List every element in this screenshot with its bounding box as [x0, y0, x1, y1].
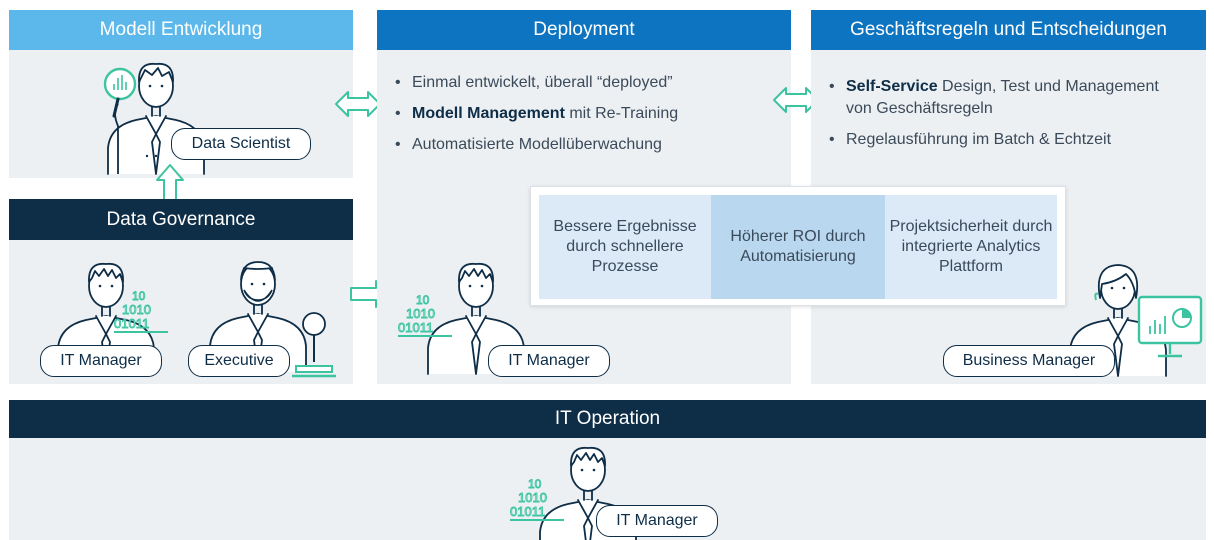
double-arrow-icon	[335, 91, 381, 117]
svg-text:01011: 01011	[398, 320, 433, 335]
svg-text:1010: 1010	[518, 490, 547, 505]
role-pill-data-scientist: Data Scientist	[171, 128, 311, 160]
deployment-bullet: Einmal entwickelt, überall “deployed”	[392, 72, 782, 94]
regeln-bullet: Regelausführung im Batch & Echtzeit	[826, 129, 1186, 151]
joystick-icon	[292, 312, 336, 378]
benefit-item: Höherer ROI durch Automatisierung	[711, 195, 885, 299]
svg-text:10: 10	[416, 293, 430, 307]
regeln-bullet: Self-Service Design, Test und Management…	[826, 76, 1186, 120]
binary-data-icon: 10 1010 01011	[114, 289, 168, 333]
svg-text:10: 10	[528, 477, 542, 491]
executive-figure	[209, 261, 307, 373]
deployment-bullets: Einmal entwickelt, überall “deployed” Mo…	[392, 72, 782, 165]
benefit-item: Bessere Ergebnisse durch schnellere Proz…	[539, 195, 711, 299]
modell-header: Modell Entwicklung	[9, 10, 353, 50]
role-pill-it-manager-operation: IT Manager	[596, 505, 718, 537]
role-pill-it-manager-governance: IT Manager	[40, 345, 162, 377]
role-pill-it-manager-deployment: IT Manager	[488, 345, 610, 377]
svg-text:01011: 01011	[510, 504, 545, 519]
svg-text:01011: 01011	[114, 316, 149, 331]
svg-text:10: 10	[132, 289, 146, 303]
deployment-bullet: Automatisierte Modellüberwachung	[392, 134, 782, 156]
benefits-box: Bessere Ergebnisse durch schnellere Proz…	[530, 186, 1066, 306]
deployment-header: Deployment	[377, 10, 791, 50]
up-arrow-icon	[156, 164, 184, 201]
regeln-bullets: Self-Service Design, Test und Management…	[826, 76, 1186, 160]
operation-header: IT Operation	[9, 400, 1206, 438]
governance-header: Data Governance	[9, 199, 353, 240]
regeln-header: Geschäftsregeln und Entscheidungen	[811, 10, 1206, 50]
role-pill-business-manager: Business Manager	[943, 345, 1115, 377]
binary-data-icon: 10 1010 01011	[398, 293, 452, 337]
magnifier-chart-icon	[103, 67, 137, 118]
business-manager-figure	[1069, 264, 1167, 377]
role-pill-executive: Executive	[188, 345, 290, 377]
svg-text:1010: 1010	[122, 302, 151, 317]
monitor-chart-icon	[1137, 295, 1203, 358]
svg-text:1010: 1010	[406, 306, 435, 321]
deployment-bullet: Modell Management mit Re-Training	[392, 103, 782, 125]
binary-data-icon: 10 1010 01011	[510, 477, 564, 521]
benefit-item: Projektsicherheit durch integrierte Anal…	[885, 195, 1057, 299]
